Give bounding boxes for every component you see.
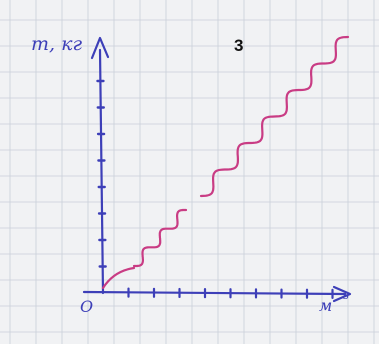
y-axis-arrow — [90, 36, 110, 60]
y-axis-line — [98, 48, 105, 295]
x-axis-label: м — [319, 296, 332, 315]
x-axis-label-superscript: s — [343, 288, 349, 302]
figure-number: 3 — [234, 36, 243, 55]
y-axis-label: m, кг — [31, 33, 82, 55]
axes — [82, 36, 352, 303]
origin-label: O — [80, 297, 93, 316]
x-axis-line — [82, 290, 347, 296]
wavy-curve — [101, 35, 350, 290]
x-axis-arrow — [332, 285, 352, 303]
x-axis-ticks — [127, 287, 334, 299]
y-axis-ticks — [96, 79, 107, 268]
